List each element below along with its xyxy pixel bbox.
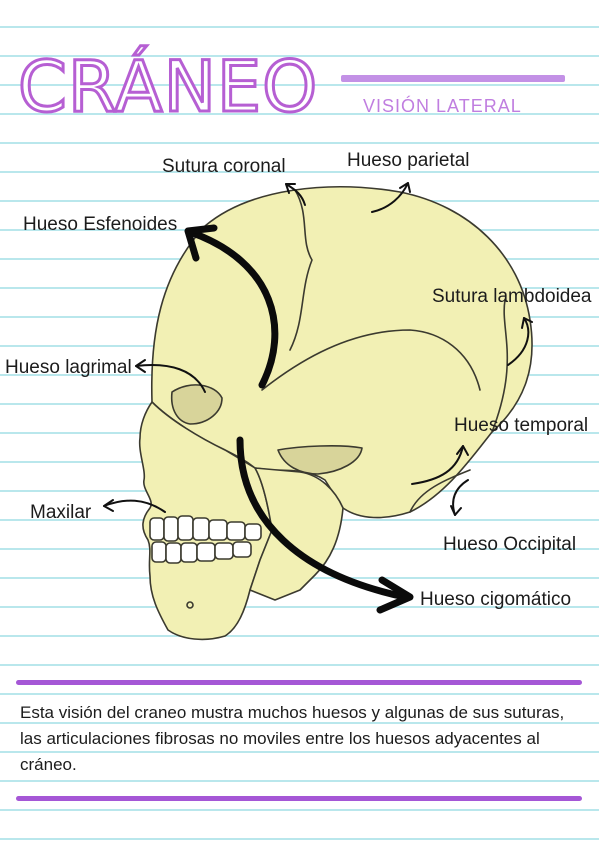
- title-underline: [341, 75, 565, 82]
- arrow-hueso-parietal-head: [399, 182, 411, 193]
- label-hueso-lagrimal: Hueso lagrimal: [5, 357, 132, 378]
- arrow-hueso-lagrimal-head: [135, 359, 146, 373]
- caption-text: Esta visión del craneo mustra muchos hue…: [20, 703, 565, 774]
- arrow-hueso-parietal: [371, 182, 409, 213]
- label-hueso-temporal: Hueso temporal: [454, 415, 589, 436]
- arrowhead-cigomatico: [376, 576, 414, 614]
- pointer-arrows: [103, 182, 533, 516]
- arrow-maxilar: [103, 499, 166, 513]
- label-hueso-esfenoides: Hueso Esfenoides: [23, 214, 178, 235]
- arrowhead-esfenoides: [184, 224, 218, 262]
- arrow-hueso-temporal-head: [456, 445, 469, 456]
- arrow-hueso-temporal: [411, 445, 464, 485]
- arrow-hueso-esfenoides: [186, 228, 279, 389]
- temporal-fossa: [277, 445, 363, 475]
- arrow-sutura-lambdoidea-head: [521, 317, 533, 329]
- label-sutura-coronal: Sutura coronal: [162, 156, 286, 177]
- coronal-suture-line: [289, 189, 313, 351]
- arrow-maxilar-head: [103, 499, 114, 512]
- lambdoid-suture-line: [491, 299, 509, 433]
- arrow-hueso-cigomatico: [236, 436, 409, 601]
- arrow-sutura-coronal: [285, 183, 306, 206]
- arrow-sutura-coronal-head: [285, 183, 296, 194]
- bold-arrows: [186, 228, 409, 601]
- label-maxilar: Maxilar: [30, 502, 92, 523]
- label-hueso-occipital: Hueso Occipital: [443, 534, 577, 555]
- squamous-suture-line: [261, 329, 481, 391]
- caption-top-divider: [16, 680, 582, 685]
- page-subtitle: VISIÓN LATERAL: [363, 96, 522, 116]
- arrow-sutura-lambdoidea: [507, 317, 530, 366]
- mastoid-line: [409, 469, 471, 513]
- page-title: CRÁNEO: [16, 45, 319, 130]
- label-hueso-parietal: Hueso parietal: [347, 150, 470, 171]
- arrow-hueso-lagrimal: [135, 364, 206, 393]
- label-hueso-cigomatico: Hueso cigomático: [420, 589, 572, 610]
- caption-bottom-divider: [16, 796, 582, 801]
- bold-arrowheads: [184, 224, 414, 614]
- arrow-hueso-occipital-head: [450, 505, 462, 516]
- label-sutura-lambdoidea: Sutura lambdoidea: [432, 286, 592, 307]
- mental-foramen: [186, 601, 194, 609]
- teeth: [149, 515, 262, 564]
